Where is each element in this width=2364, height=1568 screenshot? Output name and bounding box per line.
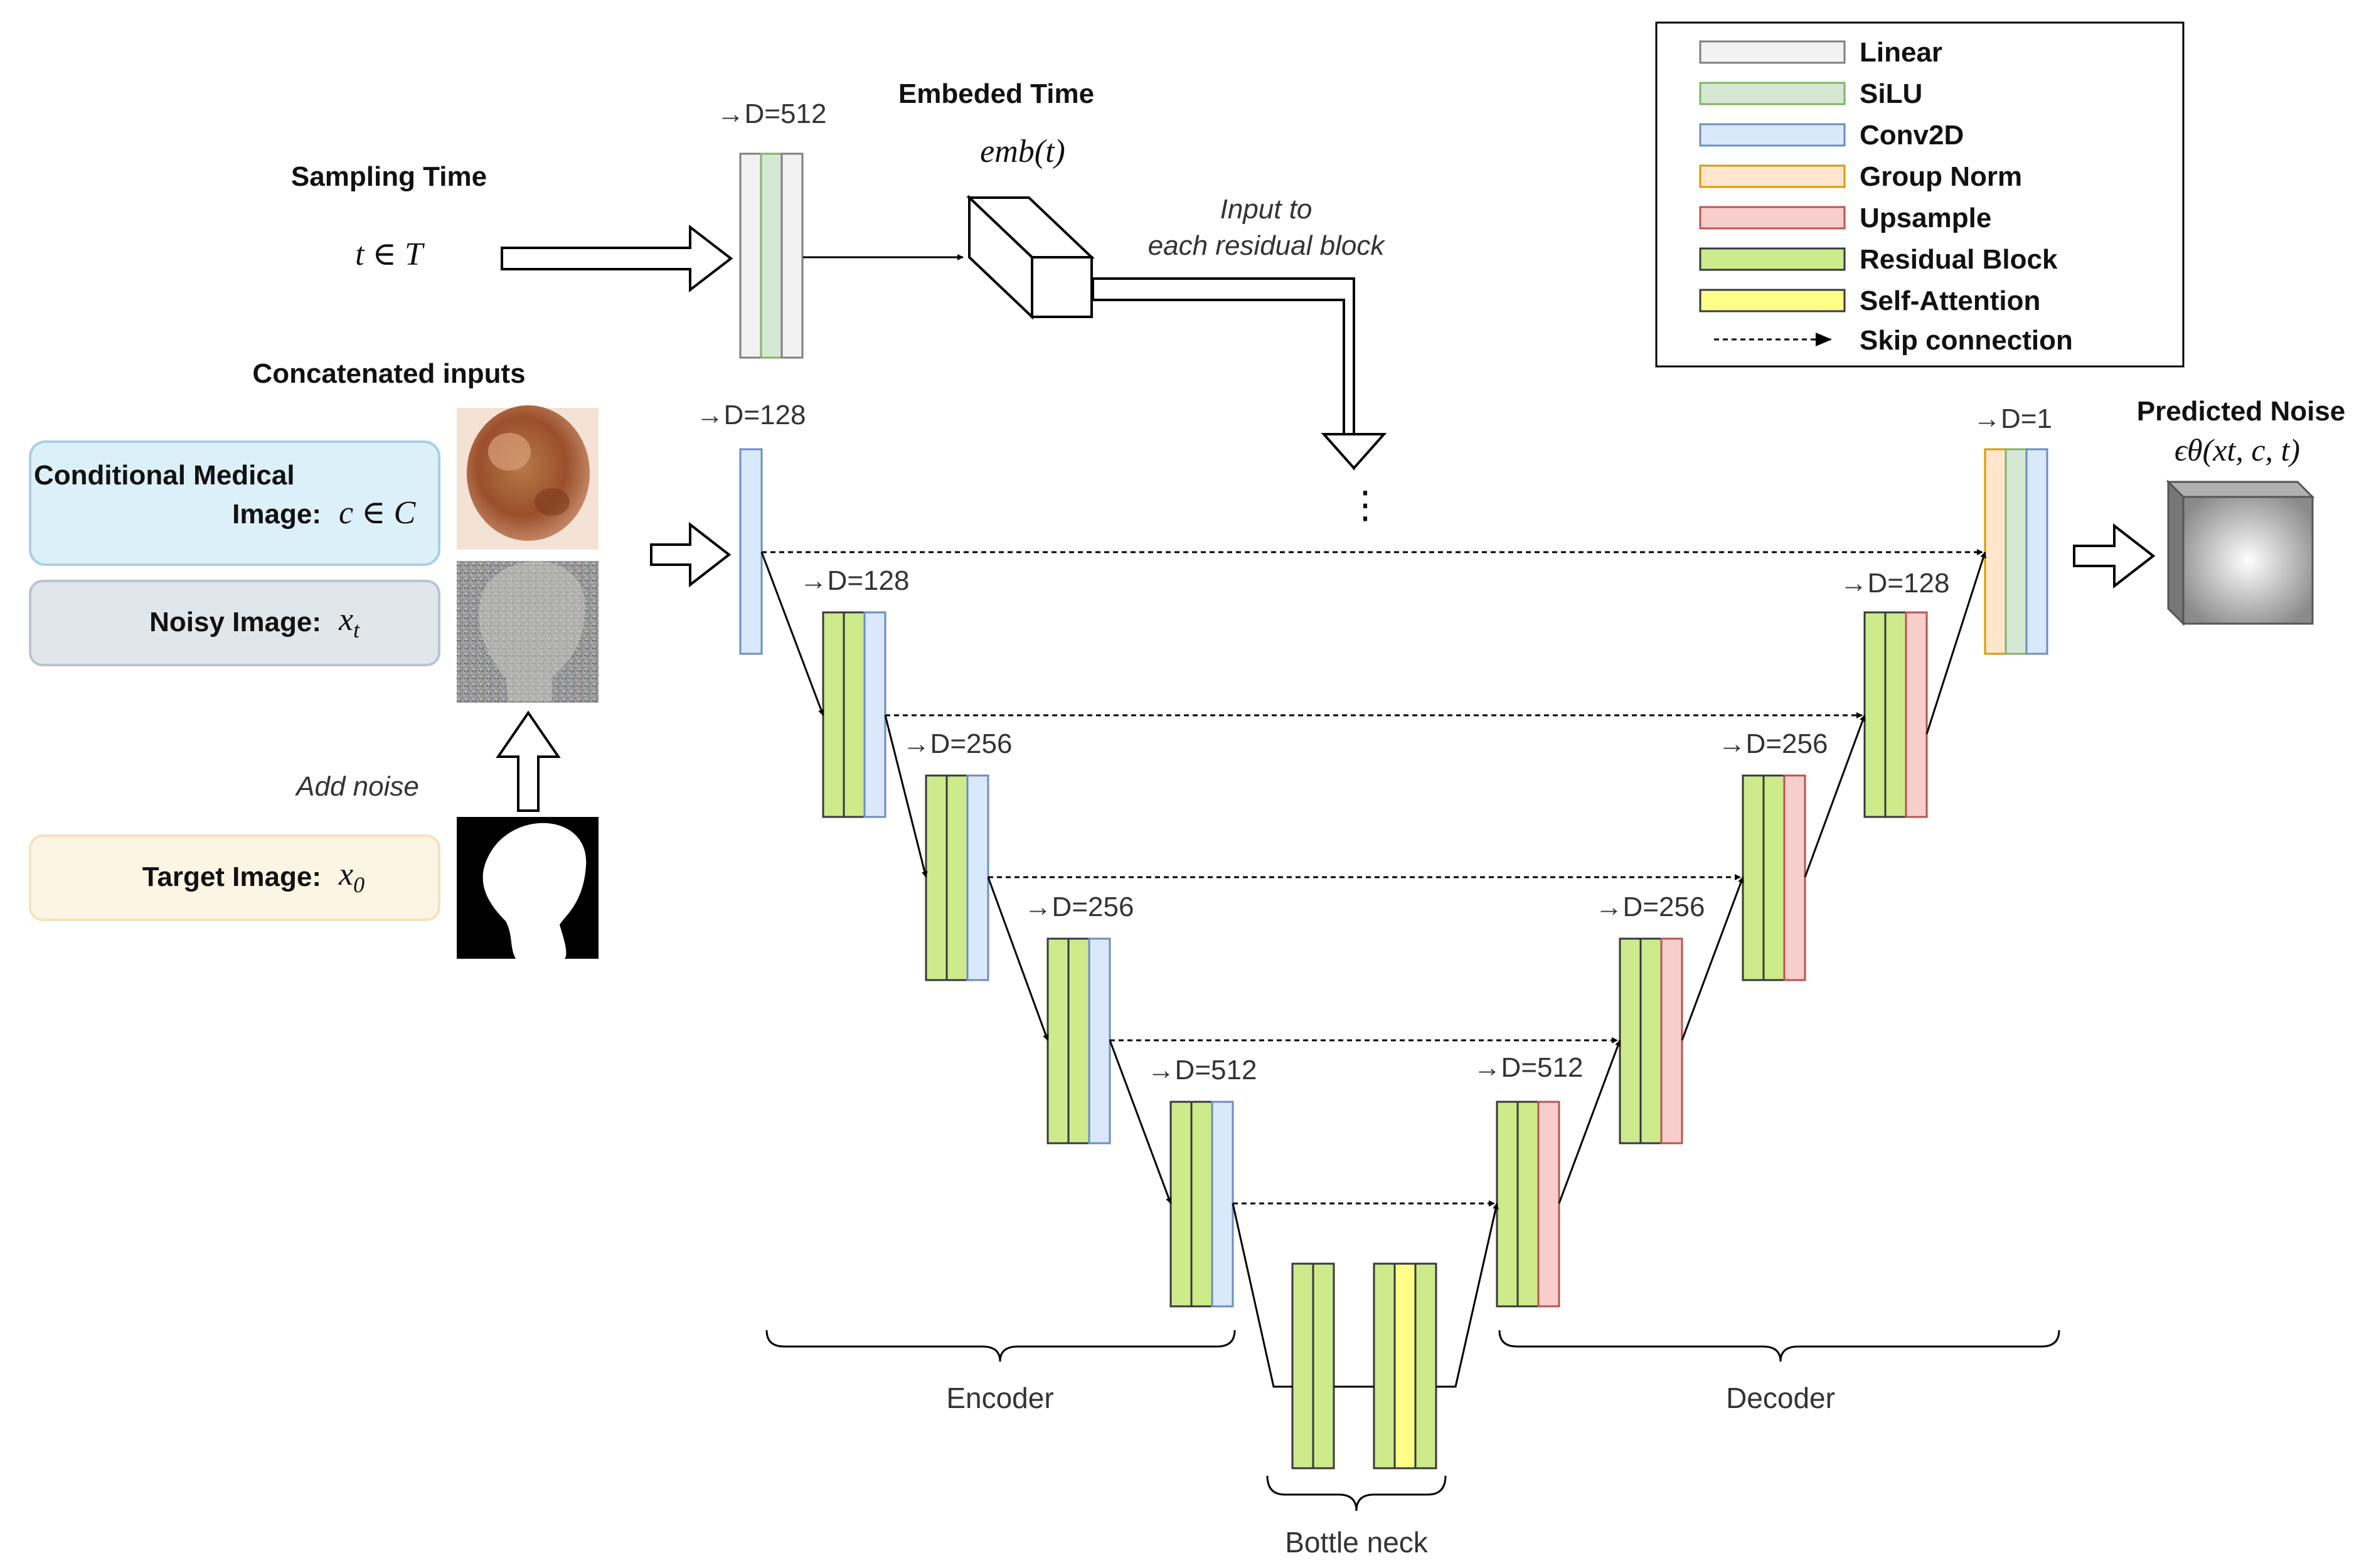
bottleneck-label: Bottle neck — [1285, 1526, 1429, 1559]
legend-label-3: Group Norm — [1860, 161, 2022, 192]
dec-dim-label-1: →D=256 — [1595, 892, 1705, 922]
time-mlp-linear-2 — [780, 152, 804, 359]
hollow-arrow-output — [2073, 523, 2156, 589]
time-mlp-linear-1 — [739, 152, 762, 359]
legend-swatch-4 — [1699, 206, 1846, 230]
conditional-image-box — [29, 440, 440, 566]
encoder-label: Encoder — [946, 1382, 1053, 1414]
target-image-math: x0 — [338, 856, 365, 897]
enc-dim-label-0: →D=128 — [696, 400, 806, 430]
decoder-brace — [1498, 1330, 2060, 1362]
conditional-image-label-1: Conditional Medical — [34, 460, 295, 491]
time-mlp-dim-label: →D=512 — [717, 99, 827, 129]
bottleneck-brace — [1266, 1475, 1447, 1512]
decoder-block-3 — [1619, 937, 1683, 1144]
concatenated-inputs-title: Concatenated inputs — [252, 358, 525, 389]
legend-swatch-6 — [1699, 289, 1846, 312]
enc-dim-label-2: →D=256 — [903, 728, 1013, 759]
sampling-time-title: Sampling Time — [291, 161, 487, 192]
embedded-time-math: emb(t) — [980, 134, 1065, 169]
target-mask-thumbnail — [457, 817, 599, 959]
noisy-image-label: Noisy Image: — [149, 607, 321, 637]
add-noise-hollow-arrow — [496, 710, 561, 812]
encoder-block-4 — [1169, 1101, 1234, 1308]
decoder-block-1 — [1863, 611, 1928, 818]
decoder-label: Decoder — [1726, 1382, 1835, 1414]
embedded-time-title: Embeded Time — [898, 78, 1094, 109]
legend-label-6: Self-Attention — [1860, 285, 2040, 316]
input-note-line1: Input to — [1220, 194, 1312, 225]
bottleneck-block-1 — [1291, 1262, 1335, 1469]
legend-skip-label: Skip connection — [1860, 325, 2073, 356]
enc-dim-label-3: →D=256 — [1025, 892, 1134, 922]
add-noise-label: Add noise — [294, 771, 419, 802]
time-mlp-block — [739, 152, 804, 359]
embedding-cube-icon — [966, 195, 1095, 320]
encoder-block-3 — [1046, 937, 1111, 1144]
legend-swatch-5 — [1699, 247, 1846, 271]
sampling-time-math: t ∈ T — [355, 237, 425, 272]
time-mlp-silu — [760, 152, 783, 359]
output-head-block — [1984, 448, 2048, 655]
hollow-arrow-inputs — [650, 521, 732, 588]
input-conv-block — [739, 448, 763, 655]
dec-dim-label-0: →D=512 — [1474, 1052, 1584, 1083]
flow-arrows — [760, 552, 1987, 1388]
conditional-image-label-2: Image: — [232, 499, 321, 530]
enc-dim-label-1: →D=128 — [800, 565, 910, 596]
decoder-block-2 — [1742, 774, 1806, 981]
encoder-block-2 — [925, 774, 989, 981]
legend-label-1: SiLU — [1860, 78, 1922, 109]
target-image-label: Target Image: — [142, 861, 321, 892]
conditional-image-thumbnail — [457, 405, 599, 550]
noisy-image-thumbnail — [457, 561, 599, 703]
decoder-block-4 — [1496, 1101, 1560, 1308]
legend-label-0: Linear — [1860, 37, 1942, 68]
noisy-image-box — [29, 580, 440, 666]
legend-swatch-0 — [1699, 40, 1846, 64]
embedding-arrowhead — [1321, 433, 1387, 471]
hollow-arrow-time — [501, 224, 733, 293]
dec-dim-label-3: →D=128 — [1840, 568, 1950, 599]
dec-dim-label-2: →D=256 — [1718, 728, 1828, 759]
conditional-image-math: c ∈ C — [339, 495, 417, 531]
input-note-line2: each residual block — [1148, 230, 1386, 261]
encoder-block-1 — [822, 611, 886, 818]
predicted-noise-math: ϵθ(xt, c, t) — [2175, 432, 2300, 467]
encoder-brace — [765, 1330, 1236, 1362]
enc-dim-label-4: →D=512 — [1147, 1055, 1257, 1085]
predicted-noise-title: Predicted Noise — [2137, 396, 2346, 427]
dec-dim-label-4: →D=1 — [1973, 403, 2052, 434]
bottleneck-block-2 — [1373, 1262, 1437, 1469]
legend-label-5: Residual Block — [1860, 244, 2058, 275]
ellipsis-vertical: ⋮ — [1346, 484, 1384, 526]
legend-swatch-3 — [1699, 164, 1846, 188]
legend-swatch-2 — [1699, 123, 1846, 147]
legend-label-2: Conv2D — [1860, 120, 1964, 151]
skip-connections — [762, 549, 1983, 1207]
legend-swatch-1 — [1699, 82, 1846, 105]
predicted-noise-cube-icon — [2166, 479, 2315, 626]
target-image-box — [29, 835, 440, 921]
noisy-image-math: xt — [338, 602, 360, 643]
legend-label-4: Upsample — [1860, 203, 1991, 233]
